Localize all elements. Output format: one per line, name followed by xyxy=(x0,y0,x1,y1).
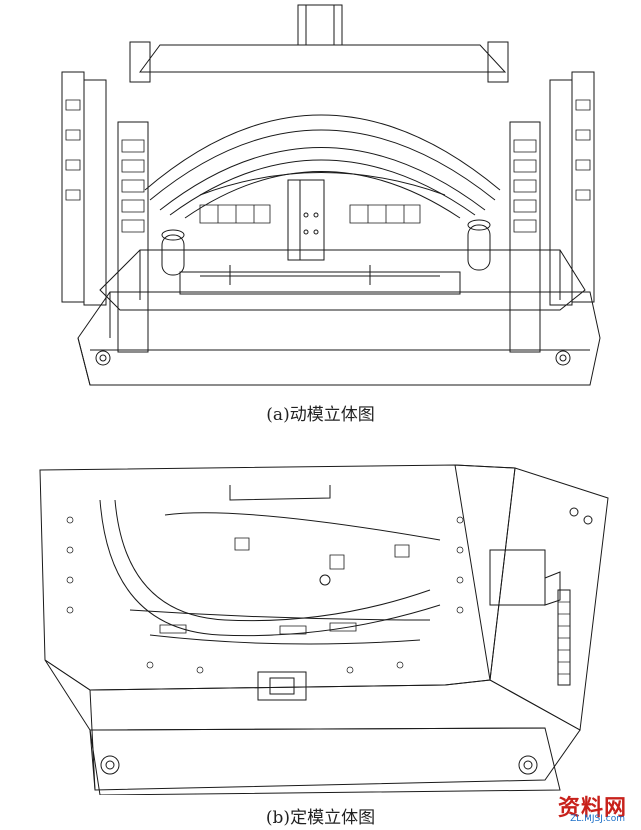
figure-b-caption: (b)定模立体图 xyxy=(265,808,376,828)
watermark-sub: ZL.MJSJ.com xyxy=(570,814,625,824)
moving-mold-3d-drawing xyxy=(0,0,641,400)
watermark-logo: 资料网 ZL.MJSJ.com xyxy=(513,790,633,824)
figure-a-caption: (a)动模立体图 xyxy=(266,405,375,425)
fixed-mold-3d-drawing xyxy=(0,460,641,795)
watermark-text: 资料网 xyxy=(557,796,627,821)
